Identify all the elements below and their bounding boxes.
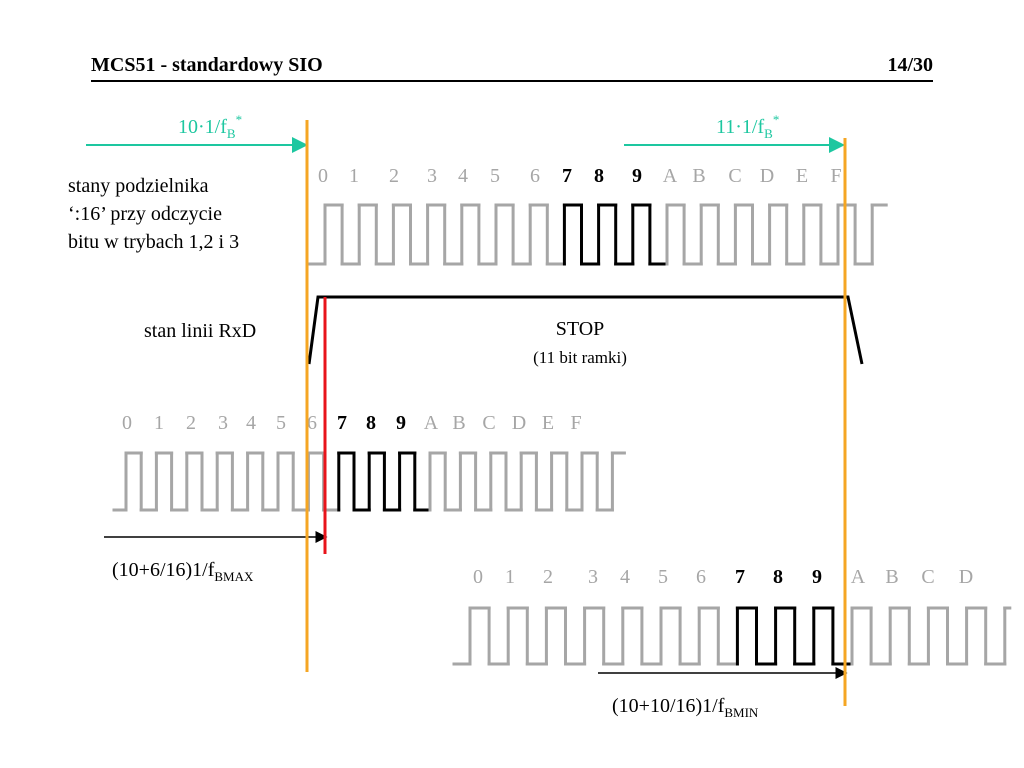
divider-state-label: 0 [473, 566, 483, 588]
divider-state-label: 5 [490, 165, 500, 187]
divider-state-label: 2 [543, 566, 553, 588]
divider-states-label: stany podzielnika ‘:16’ przy odczycie bi… [68, 175, 239, 253]
divider-state-label: 7 [735, 566, 745, 588]
divider-state-label: 9 [396, 412, 406, 434]
divider-state-label: D [760, 165, 774, 187]
divider-state-label: B [692, 165, 705, 187]
divider-state-label: C [482, 412, 495, 434]
divider-state-label: 2 [186, 412, 196, 434]
divider-state-label: 6 [530, 165, 540, 187]
divider-state-label: E [542, 412, 554, 434]
slide-title-bar: MCS51 - standardowy SIO 14/30 [91, 54, 933, 82]
divider-state-label: 1 [505, 566, 515, 588]
divider-state-label: E [796, 165, 808, 187]
divider-state-label: 1 [349, 165, 359, 187]
stop-label: STOP [556, 318, 605, 340]
rxd-signal-line [307, 295, 864, 365]
divider-state-label: A [663, 165, 678, 187]
divider-state-label: 4 [620, 566, 630, 588]
divider-state-label: D [512, 412, 526, 434]
divider-state-label: B [452, 412, 465, 434]
divider-state-label: 8 [773, 566, 783, 588]
divider-state-label: F [570, 412, 581, 434]
divider-state-label: 8 [366, 412, 376, 434]
divider-state-label: B [885, 566, 898, 588]
divider-state-label: 5 [658, 566, 668, 588]
divider-state-label: 7 [562, 165, 572, 187]
divider-state-label: 4 [246, 412, 256, 434]
divider-state-label: 7 [337, 412, 347, 434]
divider-state-label: 6 [696, 566, 706, 588]
divider-state-label: 3 [427, 165, 437, 187]
divider-state-label: 5 [276, 412, 286, 434]
bmin-label: (10+10/16)1/fBMIN [612, 695, 759, 720]
divider-state-label: 3 [218, 412, 228, 434]
divider-state-label: 1 [154, 412, 164, 434]
arrow-10-periods-label: 10·1/fB* [178, 112, 242, 141]
divider-state-label: C [921, 566, 934, 588]
divider-state-label: 3 [588, 566, 598, 588]
divider-state-label: 8 [594, 165, 604, 187]
slide-title: MCS51 - standardowy SIO [91, 54, 323, 76]
divider-state-label: 2 [389, 165, 399, 187]
divider-state-label: 6 [307, 412, 317, 434]
divider-state-label: 9 [812, 566, 822, 588]
stop-note: (11 bit ramki) [533, 348, 627, 367]
bmax-label: (10+6/16)1/fBMAX [112, 559, 254, 584]
divider-state-label: 4 [458, 165, 468, 187]
divider-state-label: D [959, 566, 973, 588]
divider-state-label: A [851, 566, 866, 588]
divider-state-label: C [728, 165, 741, 187]
divider-state-label: 0 [122, 412, 132, 434]
arrow-11-periods-label: 11·1/fB* [716, 112, 779, 141]
rxd-label: stan linii RxD [144, 320, 256, 342]
divider-state-label: 0 [318, 165, 328, 187]
divider-state-label: F [830, 165, 841, 187]
divider-state-label: A [424, 412, 439, 434]
divider-state-label: 9 [632, 165, 642, 187]
page-number: 14/30 [887, 54, 933, 76]
